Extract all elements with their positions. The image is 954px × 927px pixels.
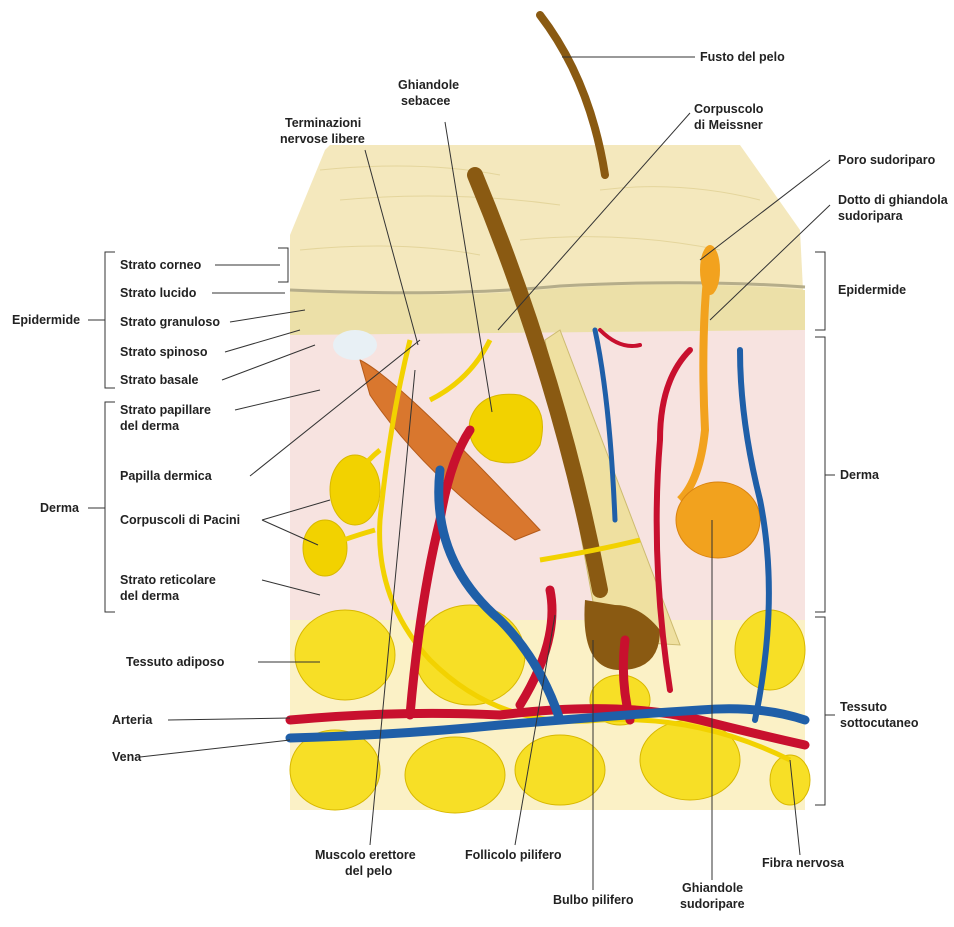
label-ghiandole-sudoripare-2: sudoripare — [680, 897, 745, 912]
label-strato-lucido: Strato lucido — [120, 286, 196, 301]
free-nerve-ending-bulb — [333, 330, 377, 360]
label-corpuscoli-pacini: Corpuscoli di Pacini — [120, 513, 240, 528]
label-dotto-2: sudoripara — [838, 209, 903, 224]
label-epidermide-right: Epidermide — [838, 283, 906, 298]
label-strato-papillare-2: del derma — [120, 419, 179, 434]
label-follicolo: Follicolo pilifero — [465, 848, 562, 863]
label-muscolo-1: Muscolo erettore — [315, 848, 416, 863]
label-arteria: Arteria — [112, 713, 152, 728]
label-bulbo: Bulbo pilifero — [553, 893, 634, 908]
label-corpuscolo-meissner-2: di Meissner — [694, 118, 763, 133]
label-strato-spinoso: Strato spinoso — [120, 345, 208, 360]
label-derma-left: Derma — [40, 501, 79, 516]
label-tessuto-sotto-2: sottocutaneo — [840, 716, 918, 731]
sweat-gland-coil — [676, 482, 760, 558]
label-fibra-nervosa: Fibra nervosa — [762, 856, 844, 871]
label-tessuto-sotto-1: Tessuto — [840, 700, 887, 715]
label-ghiandole-sebacee-1: Ghiandole — [398, 78, 459, 93]
label-strato-corneo: Strato corneo — [120, 258, 201, 273]
label-dotto-1: Dotto di ghiandola — [838, 193, 948, 208]
label-strato-reticolare-1: Strato reticolare — [120, 573, 216, 588]
label-ghiandole-sudoripare-1: Ghiandole — [682, 881, 743, 896]
label-strato-papillare-1: Strato papillare — [120, 403, 211, 418]
label-epidermide-left: Epidermide — [12, 313, 80, 328]
label-strato-reticolare-2: del derma — [120, 589, 179, 604]
sebaceous-gland — [469, 394, 542, 463]
label-terminazioni-2: nervose libere — [280, 132, 365, 147]
label-terminazioni-1: Terminazioni — [285, 116, 361, 131]
label-strato-basale: Strato basale — [120, 373, 199, 388]
label-strato-granuloso: Strato granuloso — [120, 315, 220, 330]
label-tessuto-adiposo: Tessuto adiposo — [126, 655, 224, 670]
label-derma-right: Derma — [840, 468, 879, 483]
label-vena: Vena — [112, 750, 141, 765]
label-muscolo-2: del pelo — [345, 864, 392, 879]
label-fusto-pelo: Fusto del pelo — [700, 50, 785, 65]
label-corpuscolo-meissner-1: Corpuscolo — [694, 102, 763, 117]
label-poro-sudoriparo: Poro sudoriparo — [838, 153, 935, 168]
label-papilla-dermica: Papilla dermica — [120, 469, 212, 484]
label-ghiandole-sebacee-2: sebacee — [401, 94, 450, 109]
